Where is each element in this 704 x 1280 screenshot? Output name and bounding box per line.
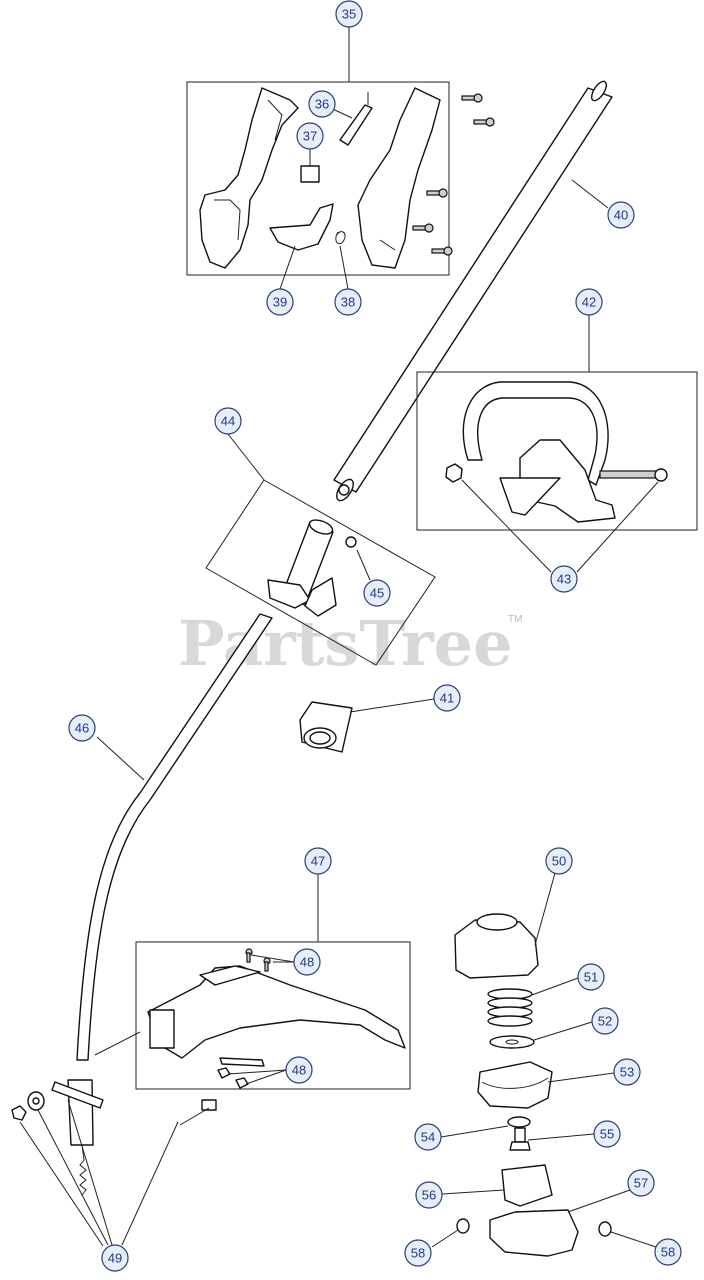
callout-45[interactable]: 45 bbox=[363, 579, 391, 607]
hardware-49 bbox=[11, 1091, 217, 1247]
callout-38-label: 38 bbox=[341, 295, 355, 310]
callout-46[interactable]: 46 bbox=[68, 714, 96, 742]
callout-48-top[interactable]: 48 bbox=[293, 948, 321, 976]
callout-58-left[interactable]: 58 bbox=[404, 1239, 432, 1267]
callout-50-label: 50 bbox=[552, 854, 566, 869]
callout-52-label: 52 bbox=[598, 1014, 612, 1029]
callout-47-label: 47 bbox=[311, 854, 325, 869]
callout-50[interactable]: 50 bbox=[545, 847, 573, 875]
callout-40-label: 40 bbox=[614, 208, 628, 223]
callout-56-label: 56 bbox=[422, 1188, 436, 1203]
callout-58-left-label: 58 bbox=[411, 1246, 425, 1261]
callout-39[interactable]: 39 bbox=[266, 288, 294, 316]
upper-shaft bbox=[333, 80, 613, 502]
callout-39-label: 39 bbox=[273, 295, 287, 310]
callout-58-right[interactable]: 58 bbox=[654, 1238, 682, 1266]
callout-48-bottom[interactable]: 48 bbox=[285, 1056, 313, 1084]
lower-shaft bbox=[51, 613, 273, 1196]
callout-48-bottom-label: 48 bbox=[292, 1063, 306, 1078]
group-44-coupler bbox=[205, 433, 436, 666]
trimmer-head-assembly bbox=[431, 872, 657, 1257]
callout-36[interactable]: 36 bbox=[308, 90, 336, 118]
callout-36-label: 36 bbox=[315, 97, 329, 112]
callout-45-label: 45 bbox=[370, 586, 384, 601]
callout-44[interactable]: 44 bbox=[214, 407, 242, 435]
watermark-trademark: TM bbox=[508, 614, 522, 625]
part-41-sleeve bbox=[299, 698, 435, 753]
callout-48-top-label: 48 bbox=[300, 955, 314, 970]
callout-56[interactable]: 56 bbox=[415, 1181, 443, 1209]
callout-51-label: 51 bbox=[584, 970, 598, 985]
callout-44-label: 44 bbox=[221, 414, 235, 429]
callout-57-label: 57 bbox=[634, 1176, 648, 1191]
callout-51[interactable]: 51 bbox=[577, 963, 605, 991]
callout-47[interactable]: 47 bbox=[304, 847, 332, 875]
group-42-assist-handle bbox=[416, 315, 698, 573]
callout-54-label: 54 bbox=[421, 1130, 435, 1145]
callout-42[interactable]: 42 bbox=[575, 288, 603, 316]
callout-53-label: 53 bbox=[620, 1065, 634, 1080]
callout-41-label: 41 bbox=[440, 691, 454, 706]
callout-49[interactable]: 49 bbox=[101, 1244, 129, 1272]
callout-55-label: 55 bbox=[600, 1127, 614, 1142]
callout-54[interactable]: 54 bbox=[414, 1123, 442, 1151]
callout-37[interactable]: 37 bbox=[296, 122, 324, 150]
callout-43-label: 43 bbox=[557, 572, 571, 587]
callout-41[interactable]: 41 bbox=[433, 684, 461, 712]
callout-55[interactable]: 55 bbox=[593, 1120, 621, 1148]
callout-58-right-label: 58 bbox=[661, 1245, 675, 1260]
group-47-guard bbox=[135, 874, 411, 1090]
callout-43[interactable]: 43 bbox=[550, 565, 578, 593]
callout-42-label: 42 bbox=[582, 295, 596, 310]
group-35-handle-housing bbox=[186, 27, 495, 290]
callout-52[interactable]: 52 bbox=[591, 1007, 619, 1035]
callout-38[interactable]: 38 bbox=[334, 288, 362, 316]
callout-49-label: 49 bbox=[108, 1251, 122, 1266]
callout-40[interactable]: 40 bbox=[607, 201, 635, 229]
callout-35[interactable]: 35 bbox=[335, 0, 363, 28]
callout-57[interactable]: 57 bbox=[627, 1169, 655, 1197]
callout-37-label: 37 bbox=[303, 129, 317, 144]
callout-35-label: 35 bbox=[342, 7, 356, 22]
callout-53[interactable]: 53 bbox=[613, 1058, 641, 1086]
callout-46-label: 46 bbox=[75, 721, 89, 736]
